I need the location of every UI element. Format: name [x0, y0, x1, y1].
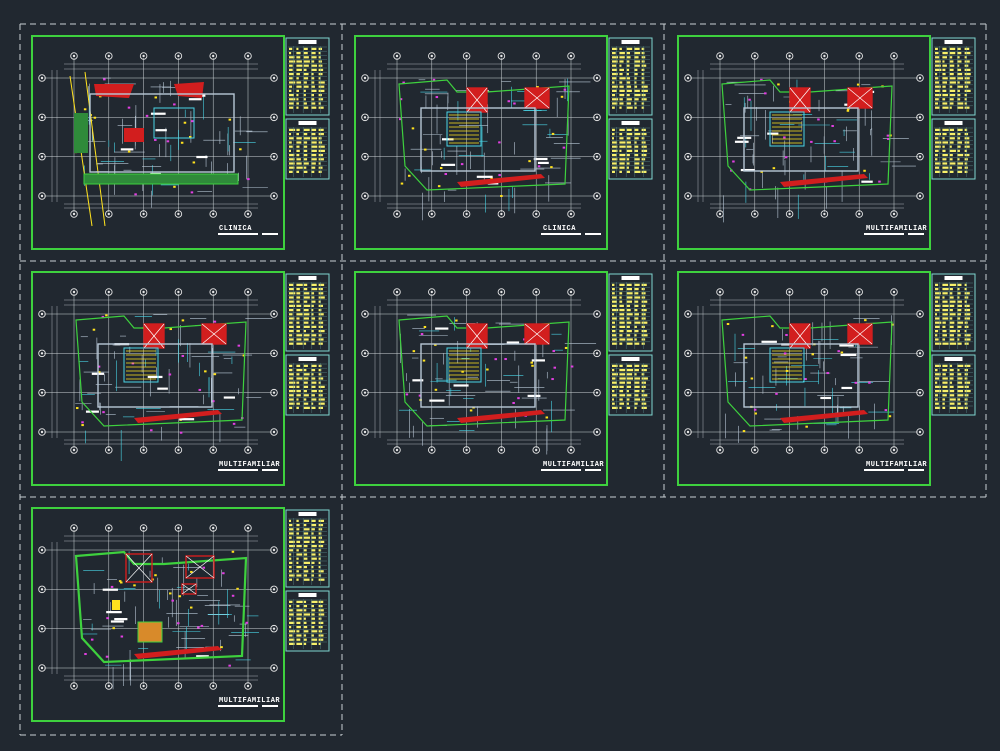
- sheet-2-title: CLINICA: [543, 225, 576, 233]
- drawing-sheet[interactable]: [354, 35, 653, 250]
- drawing-sheet[interactable]: [677, 271, 976, 486]
- drawing-sheet[interactable]: [677, 35, 976, 250]
- schedule-table: [285, 509, 330, 652]
- sheet-4-title: MULTIFAMILIAR: [219, 461, 281, 469]
- schedule-table: [608, 273, 653, 416]
- schedule-table: [285, 37, 330, 180]
- schedule-table: [931, 37, 976, 180]
- sheet-1-title: CLINICA: [219, 225, 252, 233]
- sheet-7-title: MULTIFAMILIAR: [219, 697, 281, 705]
- drawing-sheet[interactable]: [31, 35, 330, 250]
- sheet-6-title: MULTIFAMILIAR: [866, 461, 928, 469]
- sheet-5-title: MULTIFAMILIAR: [543, 461, 605, 469]
- sheets-layer: [31, 35, 976, 722]
- schedule-table: [608, 37, 653, 180]
- layout-dashed-guides: [19, 23, 987, 736]
- drawing-sheet[interactable]: [354, 271, 653, 486]
- drawing-sheet[interactable]: [31, 507, 330, 722]
- sheet-3-title: MULTIFAMILIAR: [866, 225, 928, 233]
- schedule-table: [931, 273, 976, 416]
- drawing-sheet[interactable]: [31, 271, 330, 486]
- schedule-table: [285, 273, 330, 416]
